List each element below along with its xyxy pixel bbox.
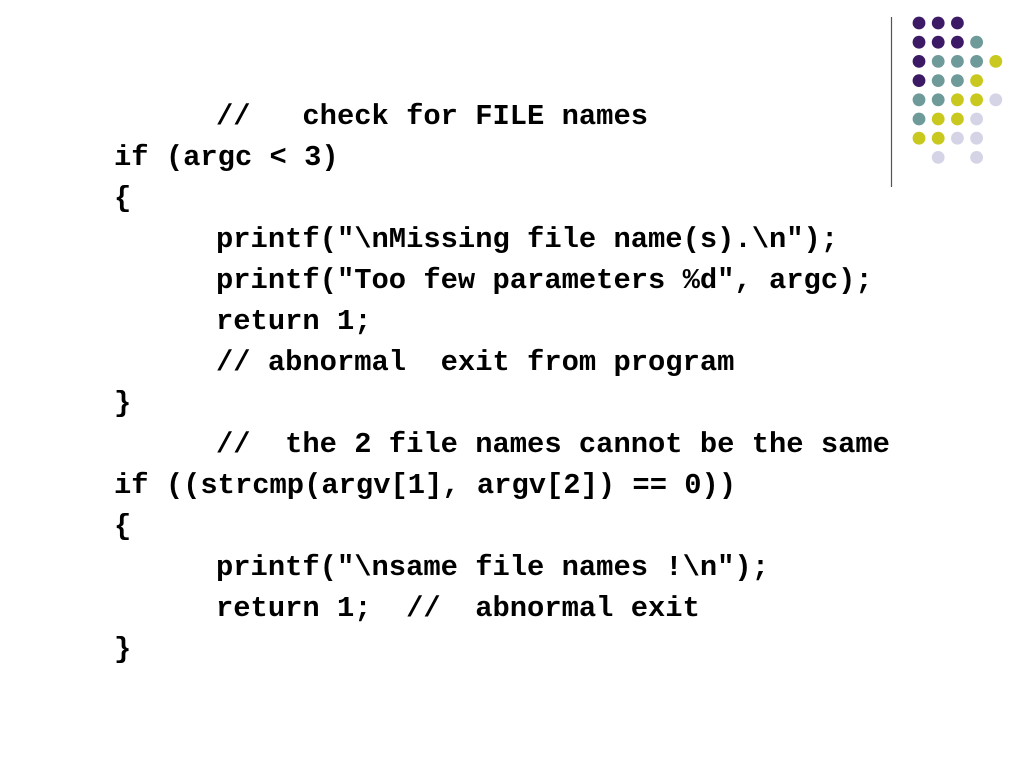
decoration-dot	[970, 55, 983, 68]
code-line-13: return 1; // abnormal exit	[216, 592, 700, 625]
decoration-dot	[931, 55, 945, 68]
code-line-5: printf("Too few parameters %d", argc);	[216, 264, 873, 297]
decoration-dot	[931, 16, 945, 30]
decoration-dot	[931, 131, 945, 145]
code-line-1: // check for FILE names	[216, 100, 649, 133]
code-line-7: // abnormal exit from program	[216, 346, 735, 379]
decoration-dot	[989, 93, 1003, 107]
decoration-dot	[989, 55, 1003, 68]
decoration-dot	[912, 35, 926, 49]
decoration-dot	[951, 93, 964, 107]
decoration-dot	[912, 74, 926, 87]
decoration-dot	[951, 55, 964, 68]
code-line-8: }	[114, 387, 132, 420]
decoration-dot	[912, 16, 926, 30]
decoration-dot	[951, 16, 964, 30]
decoration-dot	[912, 93, 926, 107]
code-line-12: printf("\nsame file names !\n");	[216, 551, 769, 584]
decoration-dot	[912, 131, 926, 145]
code-line-9: // the 2 file names cannot be the same	[216, 428, 890, 461]
code-line-2: if (argc < 3)	[114, 141, 339, 174]
decoration-dot	[931, 74, 945, 87]
decoration-dot	[912, 55, 926, 68]
decoration-dot	[951, 35, 964, 49]
decoration-dot	[931, 112, 945, 126]
code-line-14: }	[114, 633, 132, 666]
decoration-dot	[912, 112, 926, 126]
decoration-dot	[970, 151, 983, 164]
decoration-dot	[931, 151, 945, 164]
decoration-dot	[931, 35, 945, 49]
decoration-dot	[970, 74, 983, 87]
dot-grid-decoration	[890, 16, 1003, 187]
decoration-dot	[970, 131, 983, 145]
decoration-dot	[970, 93, 983, 107]
decoration-dot	[951, 131, 964, 145]
code-line-6: return 1;	[216, 305, 372, 338]
code-line-10: if ((strcmp(argv[1], argv[2]) == 0))	[114, 469, 737, 502]
decoration-dot	[970, 112, 983, 126]
decoration-dot	[970, 35, 983, 49]
decoration-dot	[951, 74, 964, 87]
code-line-4: printf("\nMissing file name(s).\n");	[216, 223, 839, 256]
code-line-11: {	[114, 510, 132, 543]
decoration-dot	[931, 93, 945, 107]
decoration-dot	[951, 112, 964, 126]
code-line-3: {	[114, 182, 132, 215]
